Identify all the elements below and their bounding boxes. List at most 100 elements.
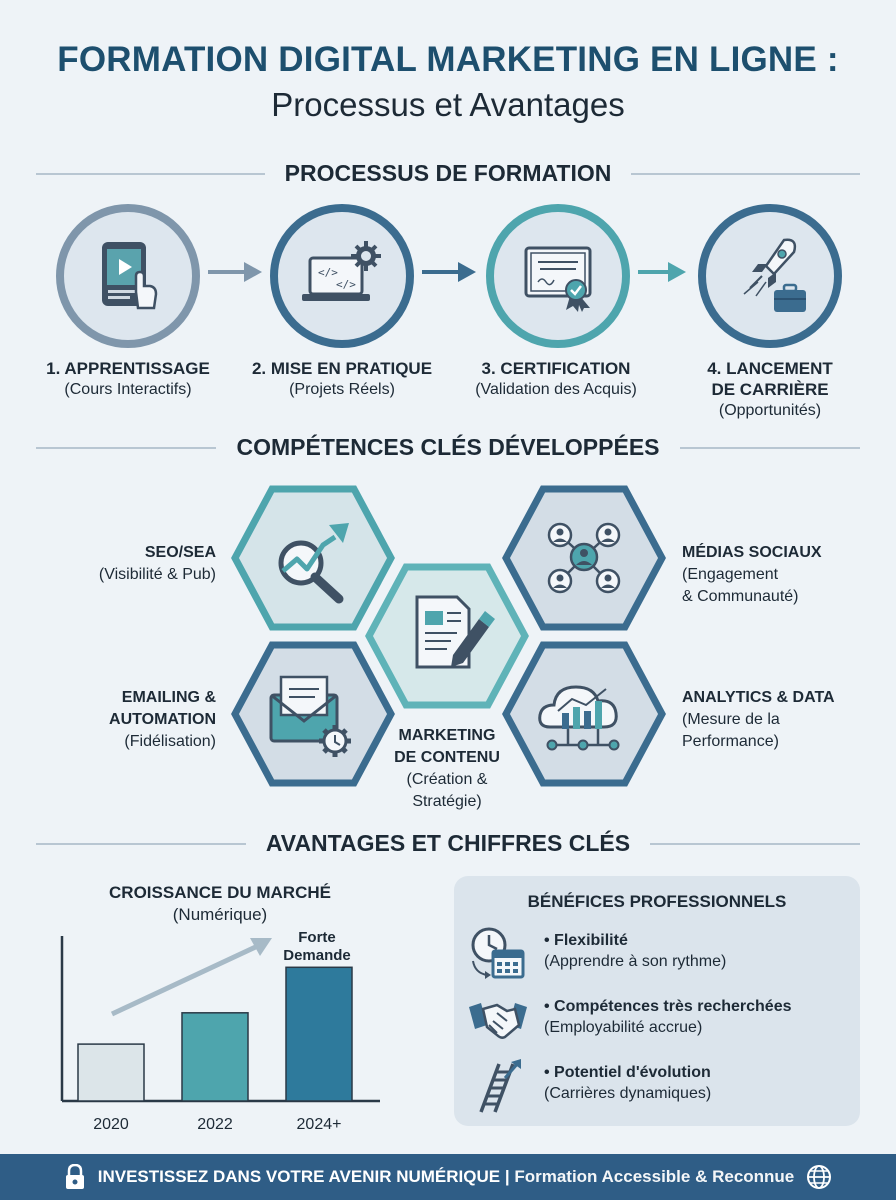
benefit-title: • Compétences très recherchées xyxy=(544,998,792,1015)
step-3-title: 3. CERTIFICATION xyxy=(481,359,631,378)
annotation-line2: Demande xyxy=(283,947,351,964)
benefits-heading: AVANTAGES ET CHIFFRES CLÉS xyxy=(36,830,860,857)
bar-2024 xyxy=(285,966,353,1102)
step-1-title: 1. APPRENTISSAGE xyxy=(46,359,210,378)
skill-emailing-label: EMAILING & AUTOMATION (Fidélisation) xyxy=(40,687,216,753)
footer-secondary-text: Formation Accessible & Reconnue xyxy=(514,1167,795,1186)
step-2-label: 2. MISE EN PRATIQUE (Projets Réels) xyxy=(237,358,447,400)
skill-content-desc-line1: (Création & xyxy=(406,771,488,788)
skill-content-title-line2: DE CONTENU xyxy=(394,749,500,766)
x-tick-label: 2022 xyxy=(197,1116,233,1133)
arrow-1-2 xyxy=(208,270,256,274)
step-3-label: 3. CERTIFICATION (Validation des Acquis) xyxy=(451,358,661,400)
skill-analytics-label: ANALYTICS & DATA (Mesure de la Performan… xyxy=(682,687,882,753)
arrow-3-4 xyxy=(638,270,678,274)
skills-heading-text: COMPÉTENCES CLÉS DÉVELOPPÉES xyxy=(236,434,660,460)
footer-text: INVESTISSEZ DANS VOTRE AVENIR NUMÉRIQUE … xyxy=(98,1167,795,1187)
skill-seo-title: SEO/SEA xyxy=(144,544,216,561)
benefits-title: BÉNÉFICES PROFESSIONNELS xyxy=(527,892,787,911)
benefit-item-growth: • Potentiel d'évolution (Carrières dynam… xyxy=(466,1056,856,1116)
globe-icon xyxy=(807,1165,832,1189)
benefit-desc: (Apprendre à son rythme) xyxy=(544,953,727,970)
skill-analytics-desc-line1: (Mesure de la xyxy=(682,711,780,728)
handshake-icon xyxy=(466,990,530,1050)
chart-subtitle: (Numérique) xyxy=(172,905,268,924)
benefit-desc: (Employabilité accrue) xyxy=(544,1019,703,1036)
annotation-line1: Forte xyxy=(298,929,336,946)
benefit-item-skills: • Compétences très recherchées (Employab… xyxy=(466,990,856,1050)
skill-emailing-title-line1: EMAILING & xyxy=(121,689,216,706)
hex-analytics xyxy=(502,641,666,787)
step-3-circle xyxy=(486,204,630,348)
step-4-label: 4. LANCEMENT DE CARRIÈRE (Opportunités) xyxy=(665,358,875,421)
footer-banner: INVESTISSEZ DANS VOTRE AVENIR NUMÉRIQUE … xyxy=(0,1154,896,1200)
step-4-desc: (Opportunités) xyxy=(718,402,822,419)
skill-seo-desc: (Visibilité & Pub) xyxy=(98,566,216,583)
skill-social-desc-line1: (Engagement xyxy=(682,566,779,583)
divider-right xyxy=(679,446,860,449)
skills-heading: COMPÉTENCES CLÉS DÉVELOPPÉES xyxy=(36,434,860,461)
trend-arrow-head-icon xyxy=(250,938,272,956)
process-heading-text: PROCESSUS DE FORMATION xyxy=(284,160,612,186)
step-3-desc: (Validation des Acquis) xyxy=(475,381,637,398)
arrow-2-3 xyxy=(422,270,470,274)
arrow-head-icon xyxy=(458,262,476,282)
search-growth-icon xyxy=(278,523,349,604)
bar-2022 xyxy=(181,1012,249,1102)
step-4-title-line2: DE CARRIÈRE xyxy=(711,380,829,399)
skill-emailing-title-line2: AUTOMATION xyxy=(109,711,216,728)
step-2-title: 2. MISE EN PRATIQUE xyxy=(251,359,433,378)
benefits-heading-text: AVANTAGES ET CHIFFRES CLÉS xyxy=(265,830,631,856)
chart-title: CROISSANCE DU MARCHÉ xyxy=(109,883,331,902)
hex-content xyxy=(365,563,529,709)
tablet-video-icon xyxy=(102,242,158,310)
email-gear-icon xyxy=(269,675,351,757)
skill-social-desc-line2: & Communauté) xyxy=(682,588,799,605)
x-tick-label: 2020 xyxy=(93,1116,129,1133)
divider-right xyxy=(650,842,860,845)
skill-analytics-title: ANALYTICS & DATA xyxy=(682,689,835,706)
bar-2020 xyxy=(77,1043,145,1102)
skill-content-title-line1: MARKETING xyxy=(398,727,496,744)
hex-social xyxy=(502,485,666,631)
divider-left xyxy=(36,172,265,175)
skill-content-desc-line2: Stratégie) xyxy=(412,793,482,810)
step-1-circle xyxy=(56,204,200,348)
arrow-head-icon xyxy=(244,262,262,282)
step-1-label: 1. APPRENTISSAGE (Cours Interactifs) xyxy=(23,358,233,400)
hex-seo xyxy=(231,485,395,631)
page-subtitle: Processus et Avantages xyxy=(271,86,625,123)
step-1-desc: (Cours Interactifs) xyxy=(64,381,192,398)
skill-social-title: MÉDIAS SOCIAUX xyxy=(682,544,822,561)
svg-text:</>: </> xyxy=(336,278,356,291)
document-pen-icon xyxy=(415,595,495,669)
step-2-circle: </> </> xyxy=(270,204,414,348)
arrow-head-icon xyxy=(668,262,686,282)
skill-emailing-desc: (Fidélisation) xyxy=(124,733,216,750)
divider-right xyxy=(631,172,860,175)
benefit-text-skills: • Compétences très recherchées (Employab… xyxy=(544,990,792,1038)
skill-social-label: MÉDIAS SOCIAUX (Engagement & Communauté) xyxy=(682,542,882,608)
benefit-text-flexibility: • Flexibilité (Apprendre à son rythme) xyxy=(544,924,726,972)
trend-arrow-line xyxy=(110,941,264,1017)
skill-content-label: MARKETING DE CONTENU (Création & Stratég… xyxy=(376,725,518,813)
step-4-circle xyxy=(698,204,842,348)
svg-text:</>: </> xyxy=(318,266,338,279)
benefit-title: • Flexibilité xyxy=(544,932,628,949)
step-2-desc: (Projets Réels) xyxy=(289,381,395,398)
cloud-analytics-icon xyxy=(538,685,620,751)
certificate-icon xyxy=(524,246,592,312)
benefit-item-flexibility: • Flexibilité (Apprendre à son rythme) xyxy=(466,924,856,984)
page-title: FORMATION DIGITAL MARKETING EN LIGNE : xyxy=(57,40,839,79)
skill-seo-label: SEO/SEA (Visibilité & Pub) xyxy=(40,542,216,586)
benefit-text-growth: • Potentiel d'évolution (Carrières dynam… xyxy=(544,1056,711,1104)
benefit-title: • Potentiel d'évolution xyxy=(544,1064,711,1081)
laptop-code-gear-icon: </> </> xyxy=(302,241,381,301)
hex-emailing xyxy=(231,641,395,787)
benefit-desc: (Carrières dynamiques) xyxy=(544,1085,712,1102)
ladder-arrow-icon xyxy=(466,1056,530,1116)
lock-icon xyxy=(65,1164,84,1189)
footer-main-text: INVESTISSEZ DANS VOTRE AVENIR NUMÉRIQUE xyxy=(97,1167,501,1186)
step-4-title-line1: 4. LANCEMENT xyxy=(707,359,833,378)
